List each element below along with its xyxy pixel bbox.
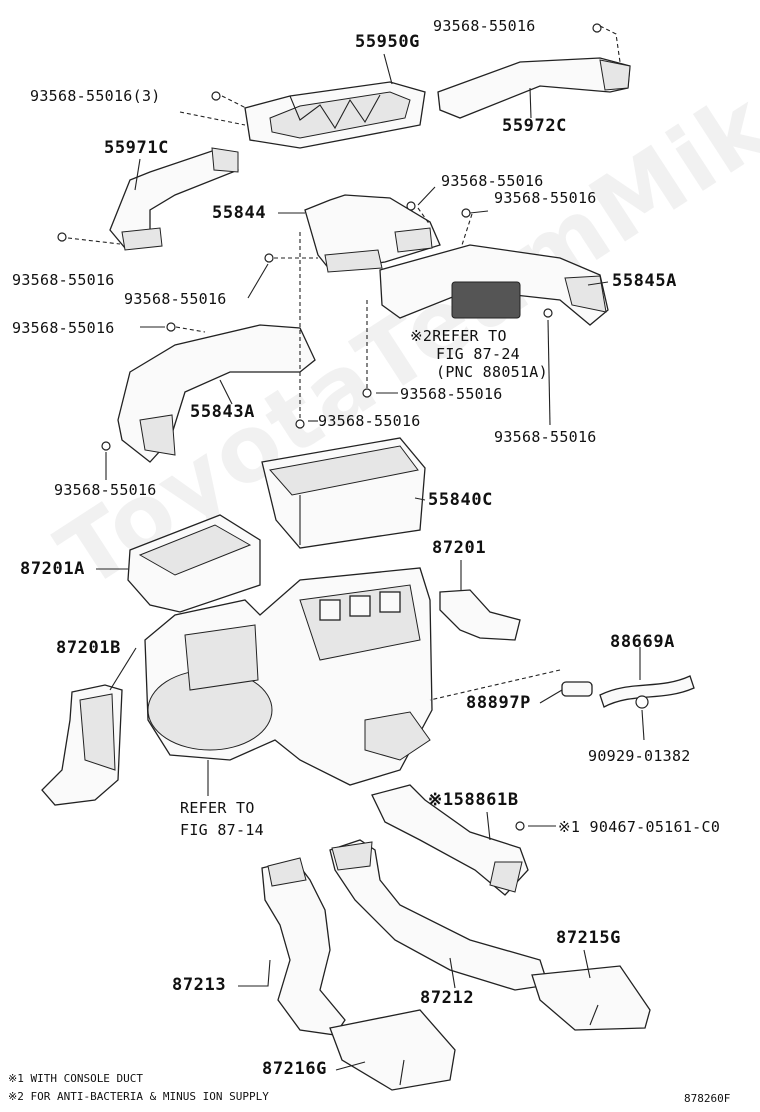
label-refer-87-14-line1: REFER TO	[180, 799, 255, 817]
part-55845a-duct[interactable]	[379, 244, 609, 326]
label-bolt-center-1: 93568-55016	[400, 385, 503, 403]
label-bolt-left-low: 93568-55016	[54, 481, 157, 499]
bolt-icons	[57, 23, 602, 831]
label-55971c: 55971C	[104, 138, 170, 158]
part-88669a-hose[interactable]	[561, 675, 695, 709]
label-55844: 55844	[212, 203, 267, 223]
part-87213-duct[interactable]	[261, 857, 346, 1036]
leader-lines	[67, 25, 645, 1071]
label-bolt-top-right: 93568-55016	[433, 17, 536, 35]
label-refer-87-14-line2: FIG 87-14	[180, 821, 264, 839]
label-87201: 87201	[432, 538, 487, 558]
label-bolt-center-2: 93568-55016	[318, 412, 421, 430]
label-88897p: 88897P	[466, 693, 532, 713]
label-bolt-mid-b: 93568-55016	[494, 189, 597, 207]
label-55950g: 55950G	[355, 32, 421, 52]
label-bolt-top-left: 93568-55016(3)	[30, 87, 161, 105]
part-87215g-vent[interactable]	[531, 965, 651, 1031]
label-87213: 87213	[172, 975, 227, 995]
footnote-2: ※2 FOR ANTI-BACTERIA & MINUS ION SUPPLY	[8, 1090, 269, 1103]
figure-code: 878260F	[684, 1092, 731, 1105]
label-87201b: 87201B	[56, 638, 122, 658]
label-90467-05161-c0: ※1 90467-05161-C0	[558, 818, 721, 836]
label-87215g: 87215G	[556, 928, 622, 948]
part-55844-duct[interactable]	[304, 194, 441, 273]
label-refer-87-24-line3: (PNC 88051A)	[436, 363, 548, 381]
label-87216g: 87216G	[262, 1059, 328, 1079]
part-87216g-vent[interactable]	[329, 1009, 456, 1091]
part-87201-bracket[interactable]	[439, 589, 521, 641]
part-55950g-duct[interactable]	[244, 81, 426, 149]
label-bolt-right-low: 93568-55016	[494, 428, 597, 446]
part-55843a-duct[interactable]	[117, 324, 316, 463]
label-58861b: ※158861B	[428, 790, 519, 810]
footnote-1: ※1 WITH CONSOLE DUCT	[8, 1072, 144, 1085]
part-55971c-duct[interactable]	[109, 147, 239, 251]
label-55840c: 55840C	[428, 490, 494, 510]
label-55843a: 55843A	[190, 402, 256, 422]
label-87201a: 87201A	[20, 559, 86, 579]
label-refer-87-24-line2: FIG 87-24	[436, 345, 520, 363]
label-55845a: 55845A	[612, 271, 678, 291]
part-87212-duct[interactable]	[329, 839, 549, 991]
label-87212: 87212	[420, 988, 475, 1008]
part-87201b-duct[interactable]	[41, 684, 123, 806]
part-55840c-case[interactable]	[261, 437, 426, 549]
label-bolt-left-3: 93568-55016	[12, 319, 115, 337]
label-88669a: 88669A	[610, 632, 676, 652]
label-bolt-left-2: 93568-55016	[124, 290, 227, 308]
label-90929-01382: 90929-01382	[588, 747, 691, 765]
part-87201a-housing[interactable]	[127, 514, 261, 613]
part-55972c-duct[interactable]	[437, 57, 631, 119]
hvac-unit-assembly[interactable]	[144, 567, 433, 786]
part-58861b-duct[interactable]	[371, 784, 529, 896]
label-55972c: 55972C	[502, 116, 568, 136]
label-bolt-left-1: 93568-55016	[12, 271, 115, 289]
label-refer-87-24-line1: ※2REFER TO	[410, 327, 507, 345]
label-bolt-mid-a: 93568-55016	[441, 172, 544, 190]
